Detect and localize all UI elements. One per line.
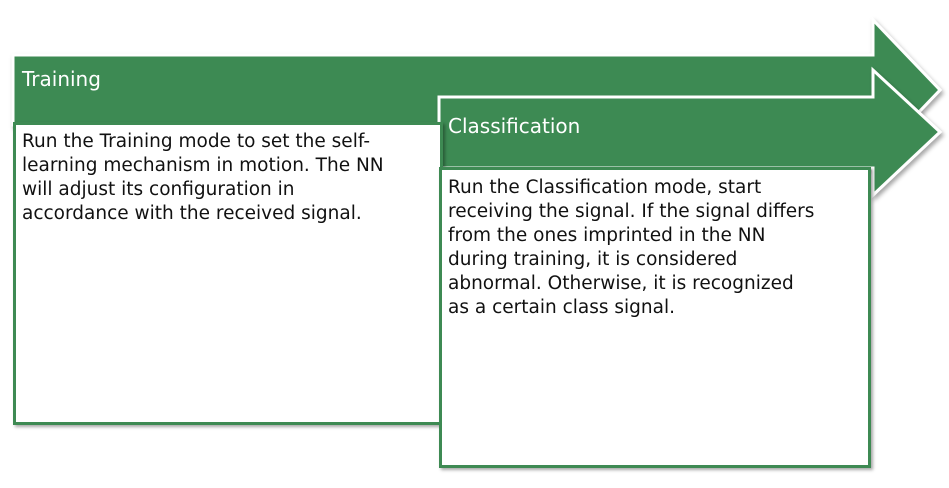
classification-description-line: as a certain class signal.: [448, 297, 675, 318]
classification-description: Run the Classification mode, start recei…: [448, 176, 866, 320]
training-description: Run the Training mode to set the self- l…: [22, 130, 437, 226]
training-description-box: [13, 122, 443, 425]
training-description-line: Run the Training mode to set the self-: [22, 131, 371, 152]
classification-description-line: from the ones imprinted in the NN: [448, 225, 766, 246]
training-description-line: will adjust its configuration in: [22, 179, 295, 200]
training-description-line: learning mechanism in motion. The NN: [22, 155, 384, 176]
classification-description-line: abnormal. Otherwise, it is recognized: [448, 273, 794, 294]
classification-title: Classification: [448, 114, 581, 138]
classification-description-box: [439, 167, 871, 468]
training-description-line: accordance with the received signal.: [22, 203, 362, 224]
classification-description-line: during training, it is considered: [448, 249, 738, 270]
classification-description-line: Run the Classification mode, start: [448, 177, 762, 198]
training-title: Training: [22, 67, 101, 91]
classification-description-line: receiving the signal. If the signal diff…: [448, 201, 815, 222]
